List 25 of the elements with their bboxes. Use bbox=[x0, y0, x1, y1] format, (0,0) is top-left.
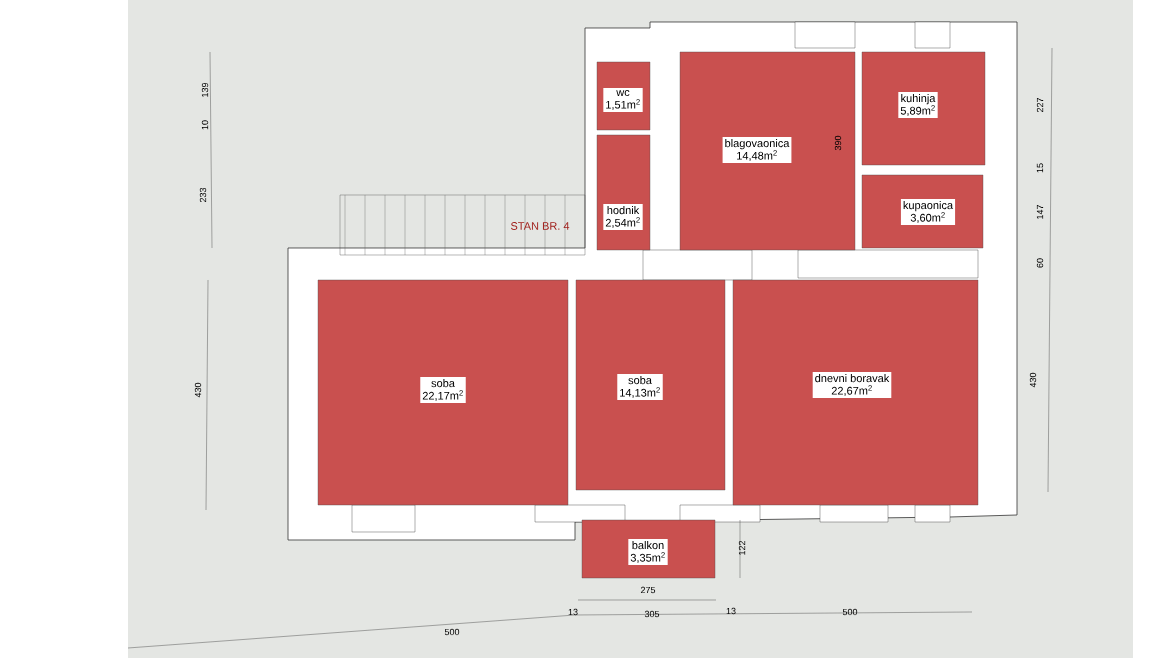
dimension-label: 13 bbox=[568, 608, 578, 616]
dimension-label: 305 bbox=[644, 610, 660, 618]
dimension-label: 139 bbox=[201, 82, 209, 97]
room: dnevni boravak 22,67m$^{2}$ bbox=[732, 279, 979, 506]
dimension-label: 430 bbox=[1029, 372, 1037, 388]
room: soba 14,13m$^{2}$ bbox=[575, 279, 726, 491]
dimension-label: 233 bbox=[199, 187, 207, 203]
dimension-label: 60 bbox=[1036, 258, 1044, 268]
dimension-label: 10 bbox=[201, 120, 209, 130]
dimension-label: 500 bbox=[444, 628, 460, 636]
dimension-label: 227 bbox=[1036, 97, 1044, 113]
room: kupaonica 3,60m$^{2}$ bbox=[861, 174, 984, 249]
dimension-label: 13 bbox=[726, 607, 736, 615]
dimension-label: 500 bbox=[842, 608, 858, 616]
room: soba 22,17m$^{2}$ bbox=[317, 279, 569, 506]
dimension-label: 15 bbox=[1036, 163, 1044, 173]
dimension-label: 390 bbox=[834, 135, 842, 151]
dimension-label: 430 bbox=[194, 382, 202, 398]
dimension-label: STAN BR. 4 bbox=[510, 222, 570, 230]
room: kuhinja 5,89m$^{2}$ bbox=[861, 51, 986, 166]
room: wc 1,51m$^{2}$ bbox=[596, 61, 651, 131]
dimension-label: 122 bbox=[738, 540, 746, 555]
dimension-label: 147 bbox=[1036, 204, 1044, 219]
room: hodnik 2,54m$^{2}$ bbox=[596, 134, 651, 251]
room: balkon 3,35m$^{2}$ bbox=[581, 519, 716, 579]
